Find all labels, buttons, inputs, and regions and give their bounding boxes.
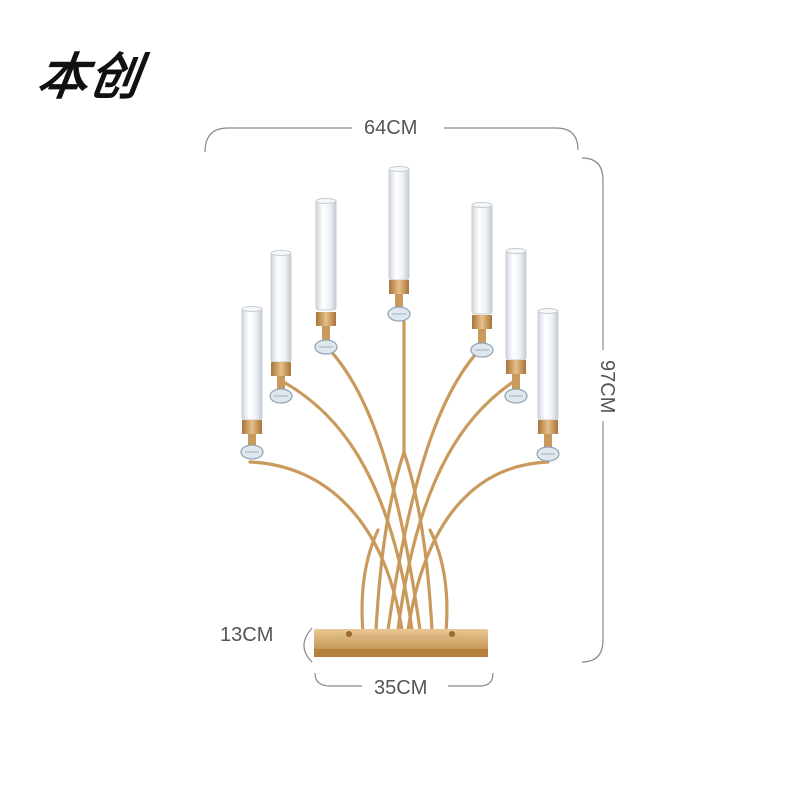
gold-cup bbox=[242, 420, 262, 434]
base-width-dimension-label: 35CM bbox=[368, 678, 434, 698]
candle-holder bbox=[314, 198, 338, 355]
gold-cup bbox=[316, 312, 336, 326]
candelabra-arms bbox=[248, 318, 550, 634]
gold-cup bbox=[271, 362, 291, 376]
glass-tube bbox=[241, 307, 263, 421]
width-dimension-line bbox=[204, 127, 579, 153]
candle-holder bbox=[504, 248, 528, 404]
glass-tube bbox=[505, 249, 527, 361]
candle-holder bbox=[240, 306, 264, 460]
glass-tube bbox=[315, 199, 337, 311]
width-dimension-label: 64CM bbox=[358, 118, 424, 138]
glass-tube bbox=[270, 251, 292, 363]
candle-holder bbox=[470, 202, 494, 358]
base-height-dimension-label: 13CM bbox=[218, 624, 276, 646]
candle-holders bbox=[240, 166, 560, 462]
candle-holder bbox=[536, 308, 560, 462]
height-dimension-line bbox=[581, 157, 604, 663]
candle-holder bbox=[387, 166, 411, 322]
gold-cup bbox=[389, 280, 409, 294]
height-dimension-label: 97CM bbox=[596, 352, 618, 422]
gold-cup bbox=[472, 315, 492, 329]
base-height-dimension-line bbox=[303, 627, 313, 663]
base-width-dimension-line bbox=[314, 672, 494, 687]
glass-tube bbox=[471, 203, 493, 315]
candelabra-base bbox=[314, 629, 488, 657]
glass-tube bbox=[537, 309, 559, 421]
dimension-lines bbox=[204, 127, 604, 687]
candle-holder bbox=[269, 250, 293, 404]
gold-cup bbox=[538, 420, 558, 434]
glass-tube bbox=[388, 167, 410, 281]
gold-cup bbox=[506, 360, 526, 374]
